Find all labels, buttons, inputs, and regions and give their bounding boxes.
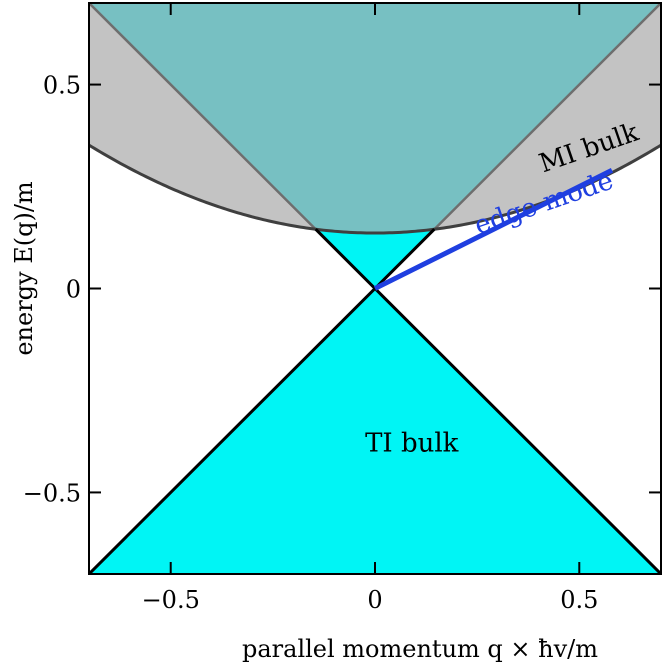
axis-ticks (89, 3, 661, 574)
overlap-region (89, 3, 661, 234)
y-tick-label-0: −0.5 (23, 479, 81, 507)
x-axis-label: parallel momentum q × ħv/m (242, 635, 598, 663)
y-axis-label: energy E(q)/m (10, 181, 38, 356)
x-tick-label-1: 0 (367, 586, 382, 614)
upper-cone-lines (89, 3, 661, 231)
y-tick-label-2: 0.5 (43, 72, 81, 100)
plot-area (89, 3, 661, 574)
edge-mode-line (373, 167, 614, 291)
tick-labels: −0.5 0 0.5 −0.5 0 0.5 (23, 72, 599, 614)
x-tick-label-2: 0.5 (560, 586, 598, 614)
x-tick-label-0: −0.5 (142, 586, 200, 614)
y-tick-label-1: 0 (66, 276, 81, 304)
ti-bulk-label: TI bulk (365, 429, 459, 459)
